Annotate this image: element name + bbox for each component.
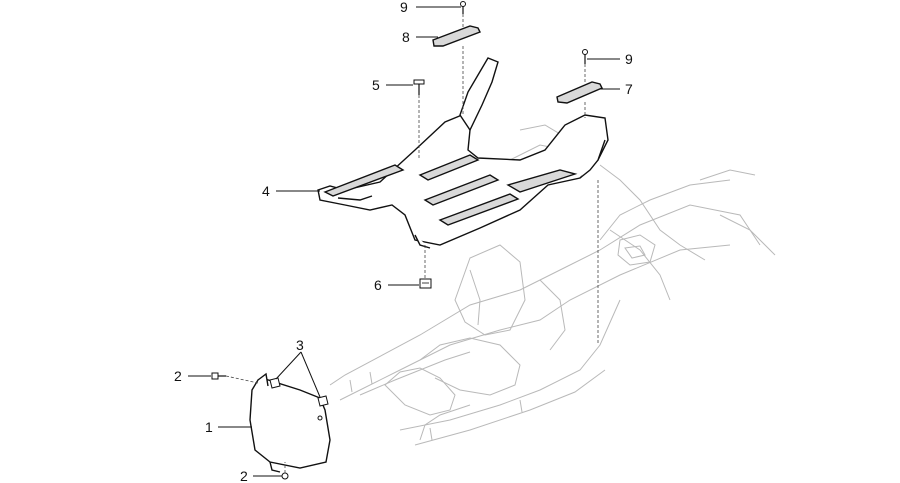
- clip-nut-3-right: [317, 395, 329, 407]
- callout-7: 7: [625, 81, 633, 97]
- callout-9-top: 9: [400, 0, 408, 15]
- callout-4: 4: [262, 183, 270, 199]
- callout-5: 5: [372, 77, 380, 93]
- screw-9-upper: [460, 1, 466, 14]
- clip-6: [419, 278, 432, 289]
- footboard-part: [317, 57, 609, 249]
- callout-3: 3: [296, 337, 304, 353]
- lower-cover-part: [249, 372, 331, 473]
- leader-lines: [188, 6, 620, 477]
- callout-8: 8: [402, 29, 410, 45]
- assembly-guide-lines: [225, 14, 599, 473]
- scooter-frame-outline: [329, 124, 776, 446]
- callout-2-upper: 2: [174, 368, 182, 384]
- callout-labels: 9 8 9 5 7 4 6 3 2 1 2: [174, 0, 633, 483]
- callout-1: 1: [205, 419, 213, 435]
- rubber-pad-7: [556, 81, 603, 104]
- screw-9-lower: [582, 49, 588, 64]
- screw-2-upper: [211, 372, 226, 380]
- clip-nut-3-left: [269, 377, 281, 389]
- screw-5: [413, 79, 425, 95]
- callout-9-right: 9: [625, 51, 633, 67]
- rubber-pad-8: [432, 25, 481, 47]
- screw-2-lower: [281, 472, 289, 480]
- callout-2-lower: 2: [240, 468, 248, 483]
- callout-6: 6: [374, 277, 382, 293]
